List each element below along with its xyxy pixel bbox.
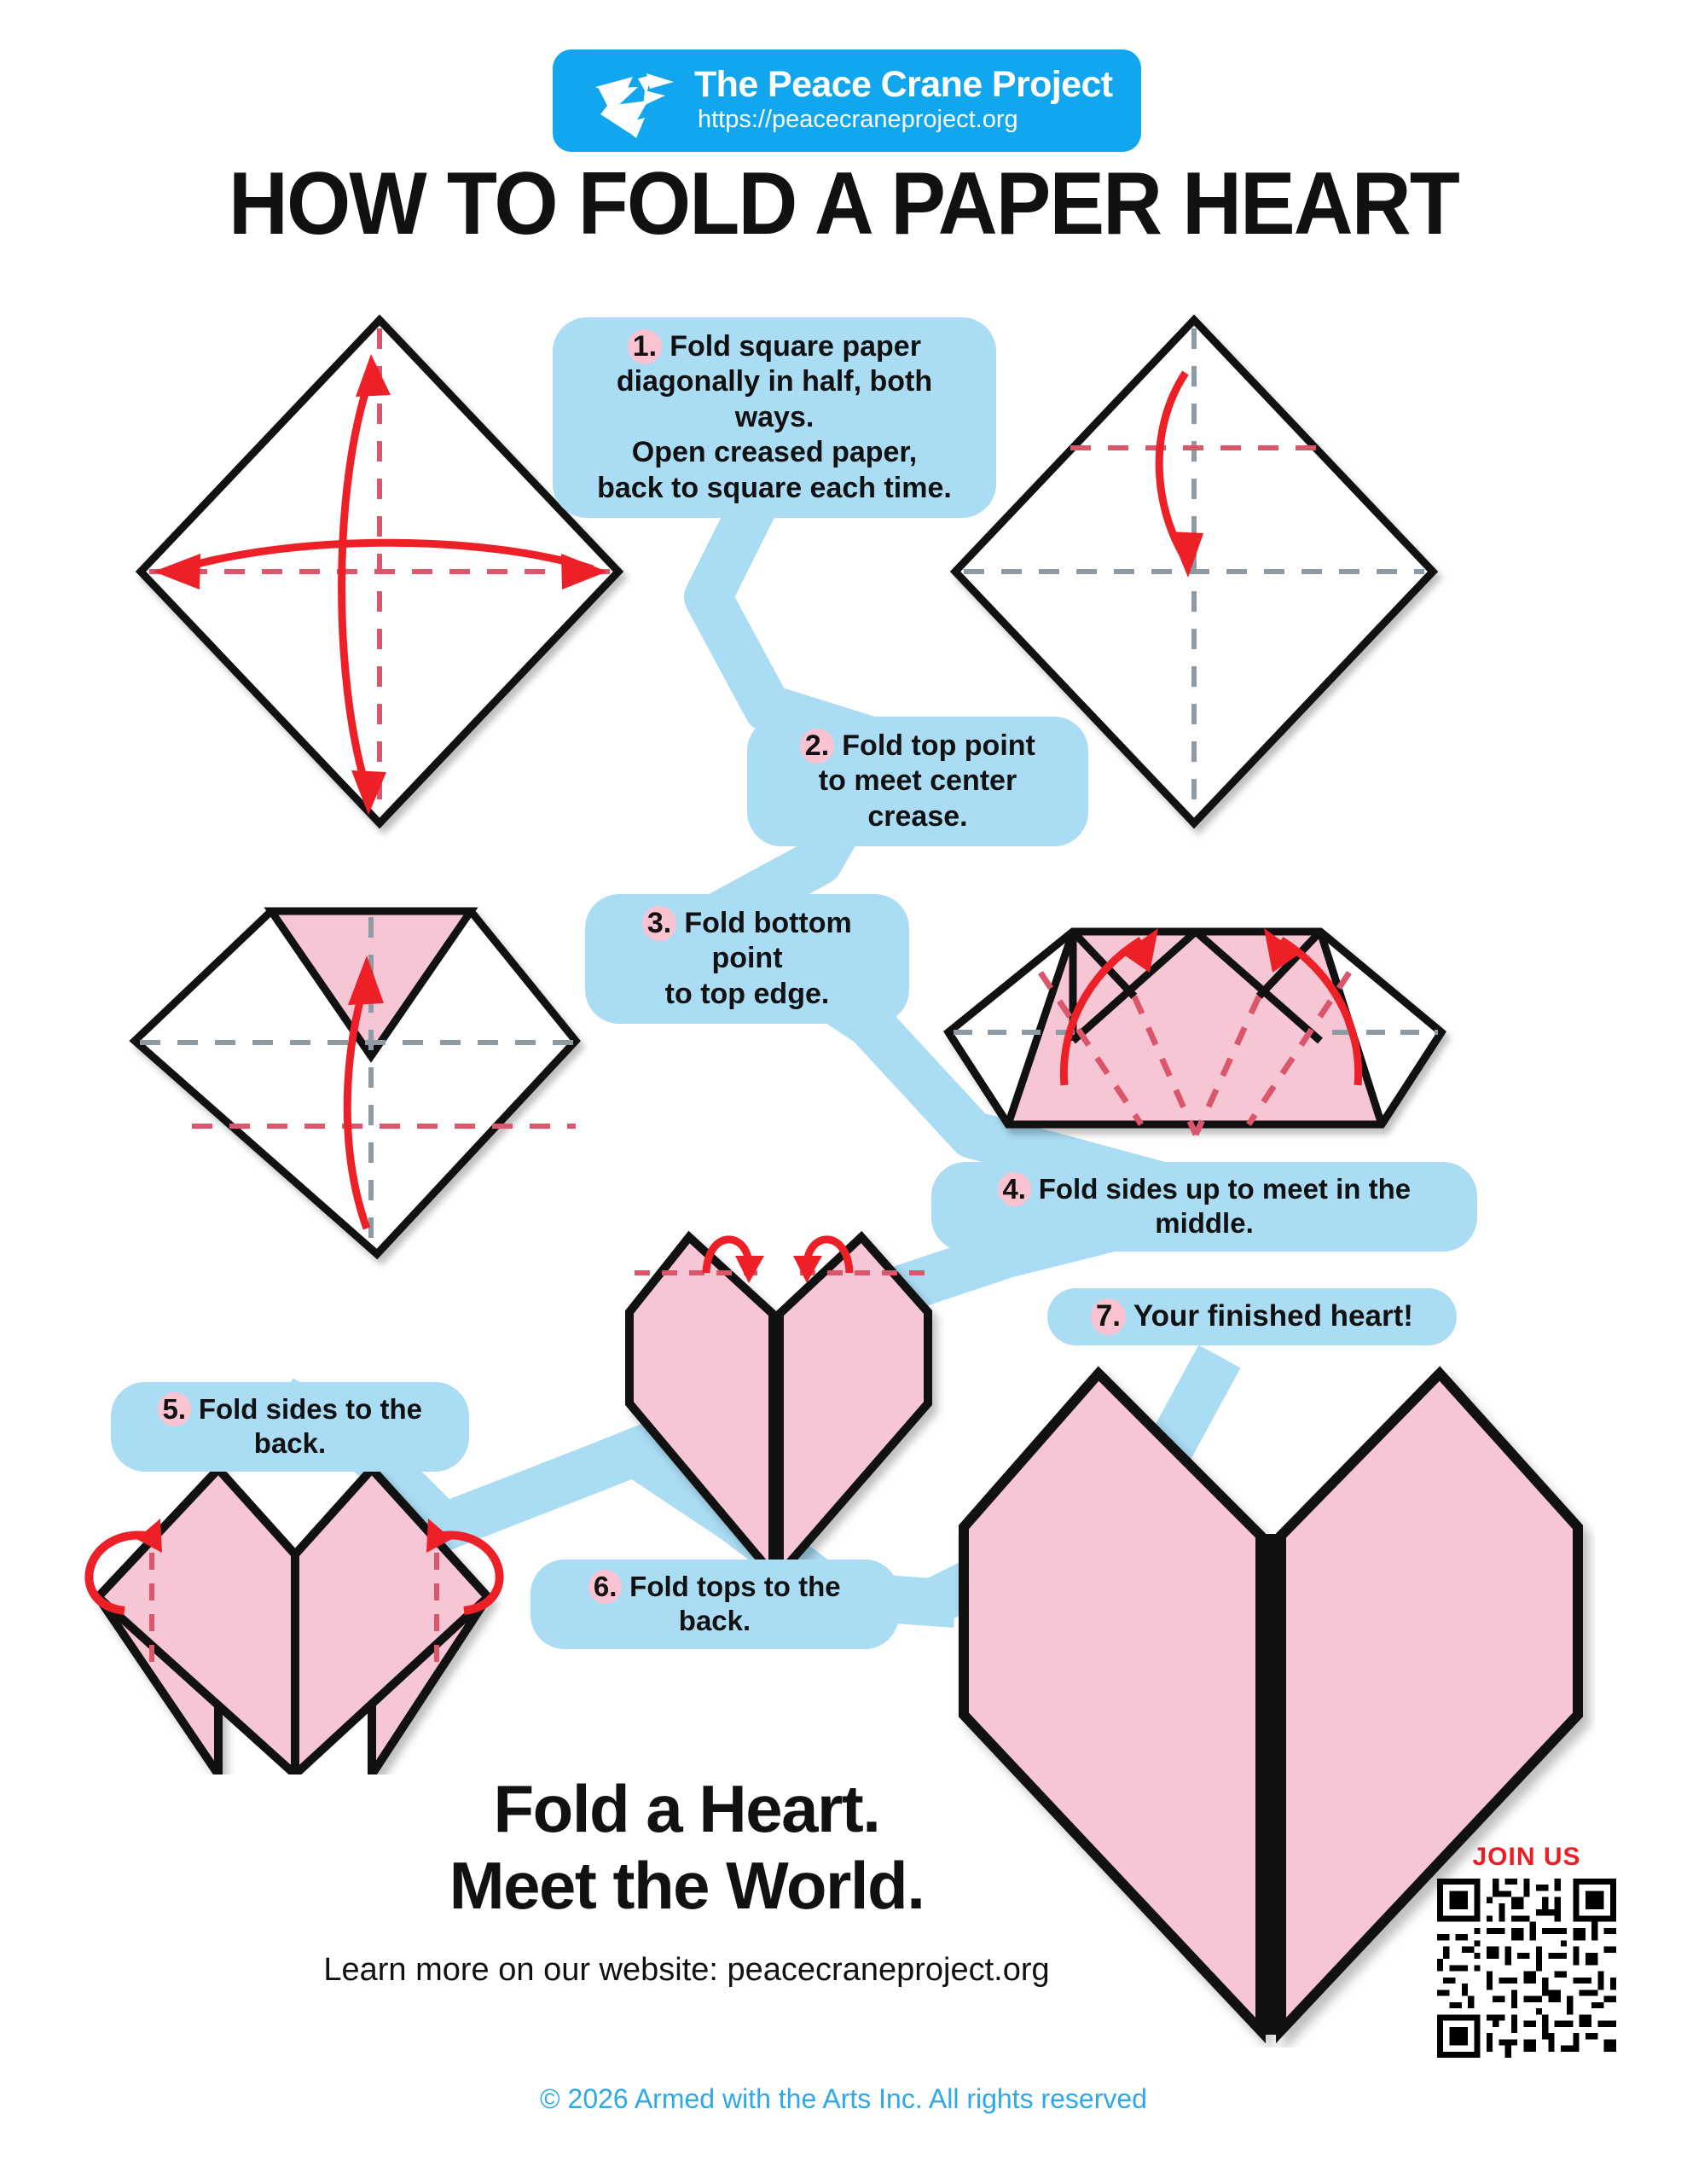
step-1-number: 1. xyxy=(628,329,662,365)
step-1-line-3: Open creased paper, xyxy=(631,436,918,469)
step-6-number: 6. xyxy=(588,1570,622,1605)
origami-crane-icon xyxy=(595,73,674,138)
tagline: Fold a Heart. Meet the World. xyxy=(290,1770,1083,1925)
step-2-diagram xyxy=(949,314,1439,829)
step-4-number: 4. xyxy=(997,1172,1031,1207)
step-4-bubble[interactable]: 4. Fold sides up to meet in the middle. xyxy=(931,1162,1477,1252)
step-1-diagram xyxy=(135,314,624,829)
step-1-line-2: diagonally in half, both ways. xyxy=(616,365,933,433)
step-5-line-1: Fold sides to the back. xyxy=(198,1393,422,1460)
step-3-bubble[interactable]: 3. Fold bottom point to top edge. xyxy=(585,894,909,1025)
step-4-line-1: Fold sides up to meet in the middle. xyxy=(1038,1173,1412,1240)
step-5-number: 5. xyxy=(158,1392,191,1427)
tagline-line-1: Fold a Heart. xyxy=(493,1771,881,1846)
brand-name: The Peace Crane Project xyxy=(694,64,1113,106)
page-title: HOW TO FOLD A PAPER HEART xyxy=(229,154,1460,253)
step-1-line-4: back to square each time. xyxy=(597,471,952,504)
qr-block[interactable]: JOIN US xyxy=(1424,1843,1629,2058)
step-6-line-1: Fold tops to the back. xyxy=(629,1571,841,1637)
step-1-line-1: Fold square paper xyxy=(670,330,921,363)
step-2-line-1: Fold top point xyxy=(842,729,1035,762)
step-3-line-2: to top edge. xyxy=(664,977,830,1010)
step-6-bubble[interactable]: 6. Fold tops to the back. xyxy=(530,1560,899,1649)
brand-url: https://peacecraneproject.org xyxy=(698,106,1018,134)
qr-code-icon[interactable] xyxy=(1437,1879,1616,2058)
step-3-line-1: Fold bottom point xyxy=(684,907,852,975)
brand-logo-pill[interactable]: The Peace Crane Project https://peacecra… xyxy=(553,49,1141,152)
step-3-diagram xyxy=(129,907,581,1260)
step-2-line-2: to meet center crease. xyxy=(818,764,1017,833)
step-2-bubble[interactable]: 2. Fold top point to meet center crease. xyxy=(747,717,1088,847)
step-3-number: 3. xyxy=(642,906,676,942)
step-5-bubble[interactable]: 5. Fold sides to the back. xyxy=(111,1382,469,1472)
step-2-number: 2. xyxy=(800,729,834,764)
step-1-bubble[interactable]: 1. Fold square paper diagonally in half,… xyxy=(553,317,996,519)
step-7-line-1: Your finished heart! xyxy=(1133,1299,1413,1333)
step-7-bubble[interactable]: 7. Your finished heart! xyxy=(1047,1288,1457,1345)
step-6-diagram xyxy=(625,1230,932,1586)
copyright-text: © 2026 Armed with the Arts Inc. All righ… xyxy=(540,2083,1147,2114)
step-4-diagram xyxy=(943,927,1446,1136)
join-us-label: JOIN US xyxy=(1472,1843,1581,1871)
tagline-line-2: Meet the World. xyxy=(449,1848,925,1924)
step-7-number: 7. xyxy=(1091,1298,1126,1335)
step-5-diagram xyxy=(84,1458,504,1774)
learn-more-text: Learn more on our website: peacecranepro… xyxy=(323,1952,1050,1988)
step-7-diagram xyxy=(959,1366,1583,2044)
